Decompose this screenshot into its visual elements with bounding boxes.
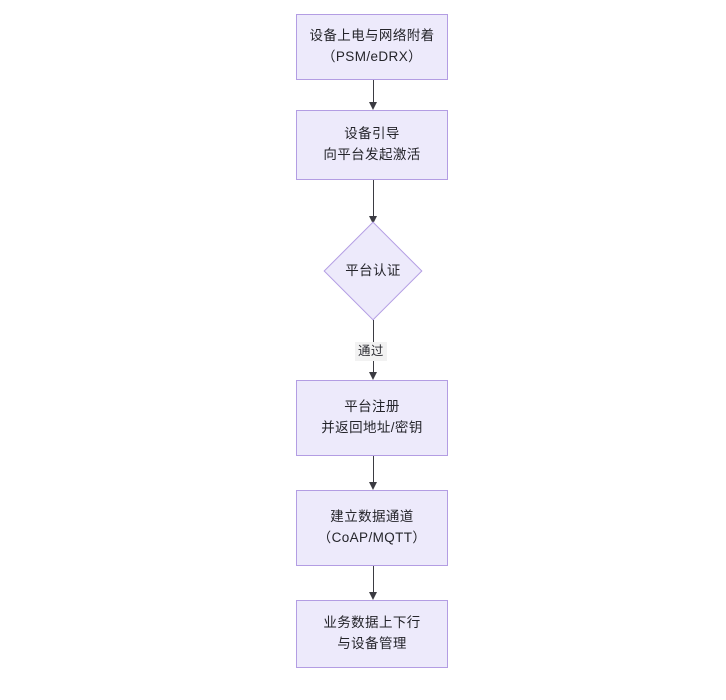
connector-n2-n3 [369,180,378,224]
connector-line [373,80,375,103]
flow-node-platform-auth-decision[interactable]: 平台认证 [323,221,423,321]
node-text-line: 并返回地址/密钥 [321,420,423,435]
node-text-line: 与设备管理 [337,636,407,651]
node-text-line: 业务数据上下行 [323,615,421,631]
arrowhead-icon [369,482,378,490]
connector-line [373,566,375,593]
flow-node-business-data[interactable]: 业务数据上下行 与设备管理 [296,600,448,668]
node-text-line: 建立数据通道 [330,509,414,525]
arrowhead-icon [369,102,378,110]
node-text-line: 向平台发起激活 [323,147,421,162]
node-text-line: 设备引导 [344,126,400,142]
node-text-line: 平台认证 [345,262,401,278]
connector-line [373,456,375,483]
node-text-line: （PSM/eDRX） [321,49,423,64]
flow-node-device-power-on[interactable]: 设备上电与网络附着 （PSM/eDRX） [296,14,448,80]
flow-node-device-bootstrap[interactable]: 设备引导 向平台发起激活 [296,110,448,180]
connector-n4-n5 [369,456,378,490]
flow-node-data-channel[interactable]: 建立数据通道 （CoAP/MQTT） [296,490,448,566]
arrowhead-icon [369,216,378,224]
connector-line [373,180,375,217]
arrowhead-icon [369,592,378,600]
node-text-line: （CoAP/MQTT） [317,530,427,545]
node-text-line: 平台注册 [344,399,400,415]
arrowhead-icon [369,372,378,380]
node-text-line: 设备上电与网络附着 [309,28,435,44]
flow-node-platform-register[interactable]: 平台注册 并返回地址/密钥 [296,380,448,456]
connector-n5-n6 [369,566,378,600]
connector-n1-n2 [369,80,378,110]
edge-label-pass: 通过 [355,342,387,361]
